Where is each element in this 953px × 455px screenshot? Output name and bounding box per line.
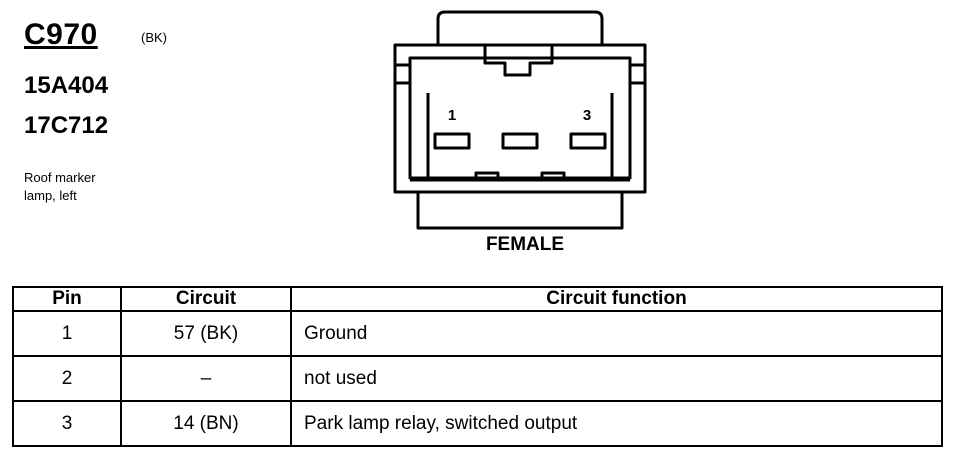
pin-cell: 3 xyxy=(12,400,122,447)
part-number: 17C712 xyxy=(24,112,109,139)
connector-housing-inner xyxy=(408,56,632,180)
connector-key xyxy=(483,45,554,77)
color-code: (BK) xyxy=(141,30,167,45)
table-row: 1 57 (BK) Ground xyxy=(12,310,943,357)
connector-description: lamp, left xyxy=(24,188,77,203)
pin-cell: 2 xyxy=(12,355,122,402)
pin-cavity xyxy=(501,132,539,150)
column-header-circuit: Circuit xyxy=(120,286,292,312)
column-header-pin: Pin xyxy=(12,286,122,312)
pin-cavity xyxy=(569,132,607,150)
connector-face-diagram: 1 3 xyxy=(393,10,647,230)
pin-table: Pin Circuit Circuit function 1 57 (BK) G… xyxy=(12,286,943,447)
connector-housing-outer xyxy=(393,43,647,194)
terminal-tab xyxy=(540,171,566,182)
part-number: 15A404 xyxy=(24,72,109,99)
table-row: 3 14 (BN) Park lamp relay, switched outp… xyxy=(12,400,943,447)
pin-cavity xyxy=(433,132,471,150)
function-cell: not used xyxy=(290,355,943,402)
connector-id: C970 xyxy=(24,18,98,51)
table-row: 2 – not used xyxy=(12,355,943,402)
terminal-tab xyxy=(474,171,500,182)
connector-gender-label: FEMALE xyxy=(485,234,565,255)
circuit-cell: – xyxy=(120,355,292,402)
connector-description: Roof marker xyxy=(24,170,96,185)
connector-latch xyxy=(436,10,604,45)
function-cell: Ground xyxy=(290,310,943,357)
connector-right-lock xyxy=(628,63,645,85)
circuit-cell: 57 (BK) xyxy=(120,310,292,357)
table-header-row: Pin Circuit Circuit function xyxy=(12,286,943,312)
pin-label: 1 xyxy=(448,107,456,124)
pin-cell: 1 xyxy=(12,310,122,357)
connector-base xyxy=(416,192,624,230)
function-cell: Park lamp relay, switched output xyxy=(290,400,943,447)
column-header-function: Circuit function xyxy=(290,286,943,312)
connector-left-lock xyxy=(395,63,412,85)
pin-label: 3 xyxy=(583,107,591,124)
connector-cavity-frame xyxy=(426,93,614,180)
circuit-cell: 14 (BN) xyxy=(120,400,292,447)
